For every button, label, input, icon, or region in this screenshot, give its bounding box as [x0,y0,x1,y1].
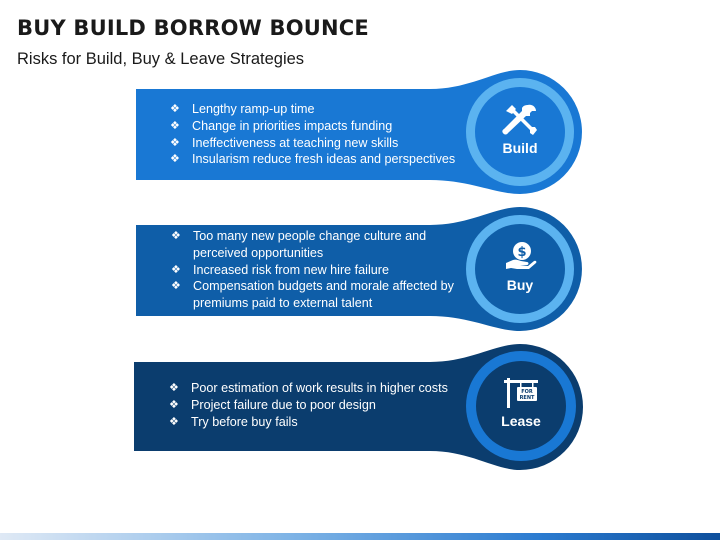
diamond-bullet-icon: ❖ [169,381,179,394]
list-item: ❖Poor estimation of work results in high… [169,381,448,395]
money-hand-icon: $ [506,242,537,269]
svg-text:$: $ [517,245,526,260]
diamond-bullet-icon: ❖ [170,152,180,166]
build-bullets: ❖Lengthy ramp-up time ❖Change in priorit… [170,101,470,168]
for-rent-sign-icon: FOR RENT [504,378,538,408]
build-label: Build [502,140,538,156]
lease-label: Lease [501,413,541,429]
list-item: ❖Insularism reduce fresh ideas and persp… [170,152,456,167]
diamond-bullet-icon: ❖ [170,118,180,132]
diamond-bullet-icon: ❖ [171,229,181,242]
sign-text-for: FOR [521,389,533,395]
list-item: ❖Try before buy fails [169,414,298,429]
list-item: ❖Compensation budgets and morale affecte… [171,279,454,311]
list-item: ❖Too many new people change culture and … [171,229,427,260]
list-item: ❖Project failure due to poor design [169,397,376,412]
list-item: ❖Lengthy ramp-up time [170,102,315,116]
sign-text-rent: RENT [520,395,535,401]
diamond-bullet-icon: ❖ [171,262,181,276]
tools-icon [502,104,537,135]
lease-bullets: ❖Poor estimation of work results in high… [169,380,469,430]
list-item: ❖Ineffectiveness at teaching new skills [170,135,399,150]
page-subtitle: Risks for Build, Buy & Leave Strategies [17,50,305,68]
page-title: BUY BUILD BORROW BOUNCE [17,16,369,40]
diamond-bullet-icon: ❖ [170,135,180,149]
diamond-bullet-icon: ❖ [170,102,180,115]
diamond-bullet-icon: ❖ [169,414,179,428]
buy-label: Buy [506,277,534,293]
list-item: ❖Increased risk from new hire failure [171,262,389,277]
diamond-bullet-icon: ❖ [171,279,181,293]
buy-bullets: ❖Too many new people change culture and … [171,228,471,312]
diamond-bullet-icon: ❖ [169,397,179,411]
footer-gradient-bar [0,533,720,540]
list-item: ❖Change in priorities impacts funding [170,118,393,133]
